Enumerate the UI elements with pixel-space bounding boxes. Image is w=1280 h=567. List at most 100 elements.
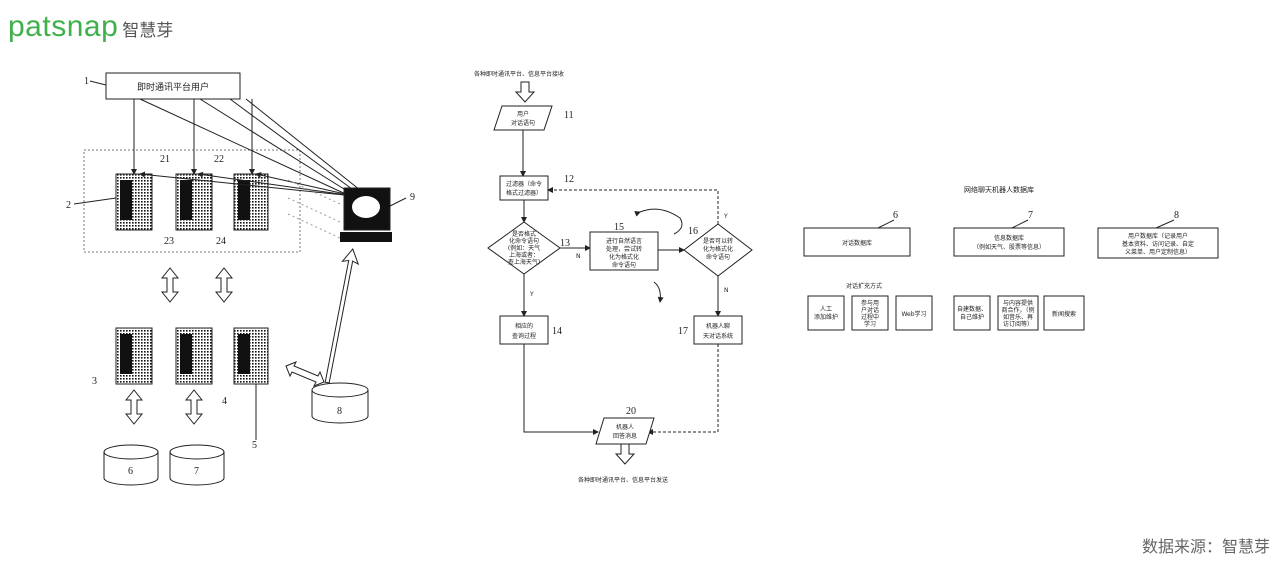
svg-text:对话数据库: 对话数据库 [842, 239, 872, 247]
info-news-box [1043, 295, 1085, 331]
ref-7: 7 [194, 466, 199, 477]
svg-text:回答消息: 回答消息 [613, 432, 637, 440]
svg-text:访订阅等）: 访订阅等） [1003, 320, 1033, 328]
svg-text:化命令语句: 化命令语句 [509, 237, 539, 245]
ref-13: 13 [560, 238, 570, 249]
svg-text:户对话: 户对话 [861, 306, 879, 314]
ref-8: 8 [337, 406, 342, 417]
svg-text:命令语句: 命令语句 [612, 261, 636, 269]
svg-text:命令语句: 命令语句 [706, 253, 730, 261]
svg-text:新闻搜索: 新闻搜索 [1052, 310, 1076, 318]
svg-text:N: N [724, 287, 729, 294]
figure-3-database: 网络聊天机器人数据库 6 对话数据库 7 信息数据库 （例如天气、股票等信息） … [803, 185, 1219, 331]
svg-text:Y: Y [723, 213, 728, 220]
server-2 [115, 173, 153, 231]
ref-12: 12 [564, 174, 574, 185]
info-partner-box [997, 295, 1039, 331]
info-self-box [953, 295, 991, 331]
svg-text:过程中: 过程中 [861, 313, 879, 321]
svg-text:处理，尝试转: 处理，尝试转 [606, 245, 642, 253]
database-6 [103, 444, 159, 486]
svg-text:人工: 人工 [820, 306, 832, 313]
decision-format-command: 是否格式 化命令语句 (例如：天气 上海或者： 查上海天气) [487, 221, 561, 275]
ref-6: 6 [128, 466, 133, 477]
svg-text:与内容提供: 与内容提供 [1003, 299, 1033, 307]
ref-15: 15 [614, 222, 624, 233]
figure-2-flowchart: 各种即时通讯平台、信息平台接收 用户 对话语句 11 过滤器（命令 格式过滤器）… [474, 70, 753, 484]
svg-text:N: N [576, 253, 581, 260]
ref-23: 23 [164, 236, 174, 247]
svg-text:对话语句: 对话语句 [511, 119, 535, 127]
svg-text:化为格式化: 化为格式化 [703, 245, 733, 253]
chatbot-dialog-box: 机器人聊 天对话系统 [693, 315, 743, 345]
svg-text:是否格式: 是否格式 [512, 230, 536, 238]
ref-17: 17 [678, 326, 688, 337]
database-7 [169, 444, 225, 486]
ext-method-label: 对话扩充方式 [846, 282, 882, 290]
svg-text:化为格式化: 化为格式化 [609, 253, 639, 261]
svg-text:自建数据、: 自建数据、 [957, 305, 987, 313]
ref-5: 5 [252, 440, 257, 451]
svg-text:Y: Y [529, 291, 534, 298]
server-3 [115, 327, 153, 385]
svg-text:如音乐、再: 如音乐、再 [1003, 313, 1033, 321]
ext-web-box [895, 295, 933, 331]
svg-text:（例如天气、股票等信息）: （例如天气、股票等信息） [973, 243, 1045, 251]
filter-box: 过滤器（命令 格式过滤器） [499, 175, 549, 201]
svg-text:是否可以转: 是否可以转 [703, 237, 733, 245]
server-4 [175, 327, 213, 385]
ref-20: 20 [626, 406, 636, 417]
svg-text:用户: 用户 [517, 110, 529, 118]
ref-9: 9 [410, 192, 415, 203]
svg-text:参与用: 参与用 [861, 299, 879, 307]
patsnap-logo: patsnap 智慧芽 [8, 10, 173, 44]
ref-22: 22 [214, 154, 224, 165]
output-caption: 各种即时通讯平台、信息平台发送 [578, 476, 668, 484]
svg-text:格式过滤器）: 格式过滤器） [506, 189, 542, 197]
ext-learning-box [851, 295, 889, 331]
server-22 [233, 173, 269, 231]
nlp-box: 进行自然语言 处理，尝试转 化为格式化 命令语句 [589, 231, 659, 271]
svg-text:上海或者：: 上海或者： [509, 251, 539, 259]
ref-24: 24 [216, 236, 226, 247]
data-source-note: 数据来源：智慧芽 [1141, 537, 1270, 556]
svg-text:机器人: 机器人 [616, 423, 634, 431]
svg-text:商合作，（例: 商合作，（例 [1001, 306, 1034, 314]
ref-14: 14 [552, 326, 562, 337]
ref-3: 3 [92, 376, 97, 387]
svg-text:查询过程: 查询过程 [512, 332, 536, 340]
bot-reply-box: 机器人 回答消息 [595, 417, 655, 445]
logo-chinese: 智慧芽 [122, 21, 174, 41]
user-db-box [1097, 227, 1219, 259]
im-users-box [105, 72, 241, 100]
svg-text:自己维护: 自己维护 [960, 313, 984, 321]
svg-text:义菜单、用户定制信息）: 义菜单、用户定制信息） [1125, 248, 1191, 256]
ref-db6: 6 [893, 210, 898, 221]
computer-terminal-9 [340, 187, 392, 242]
ref-db8: 8 [1174, 210, 1179, 221]
database-8 [311, 382, 369, 424]
im-users-label: 即时通讯平台用户 [137, 81, 209, 93]
svg-text:信息数据库: 信息数据库 [994, 234, 1024, 242]
ref-1: 1 [84, 76, 89, 87]
input-caption: 各种即时通讯平台、信息平台接收 [474, 70, 564, 78]
ref-21: 21 [160, 154, 170, 165]
server-21 [175, 173, 213, 231]
server-cluster-region [83, 149, 301, 253]
ref-16: 16 [688, 226, 698, 237]
query-process-box: 相应的 查询过程 [499, 315, 549, 345]
svg-text:天对话系统: 天对话系统 [703, 332, 733, 340]
decision-convertible: 是否可以转 化为格式化 命令语句 [683, 223, 753, 277]
svg-text:Web学习: Web学习 [901, 310, 926, 318]
db-title: 网络聊天机器人数据库 [964, 185, 1034, 194]
figure-1-system: 即时通讯平台用户 1 [66, 72, 415, 486]
ref-db7: 7 [1028, 210, 1033, 221]
dialog-db-box [803, 227, 911, 257]
svg-text:(例如：天气: (例如：天气 [508, 244, 540, 252]
svg-text:查上海天气): 查上海天气) [508, 258, 540, 266]
info-db-box [953, 227, 1065, 257]
server-5 [233, 327, 269, 385]
logo-wordmark: patsnap [8, 10, 119, 43]
ref-2: 2 [66, 200, 71, 211]
svg-text:过滤器（命令: 过滤器（命令 [506, 180, 542, 188]
